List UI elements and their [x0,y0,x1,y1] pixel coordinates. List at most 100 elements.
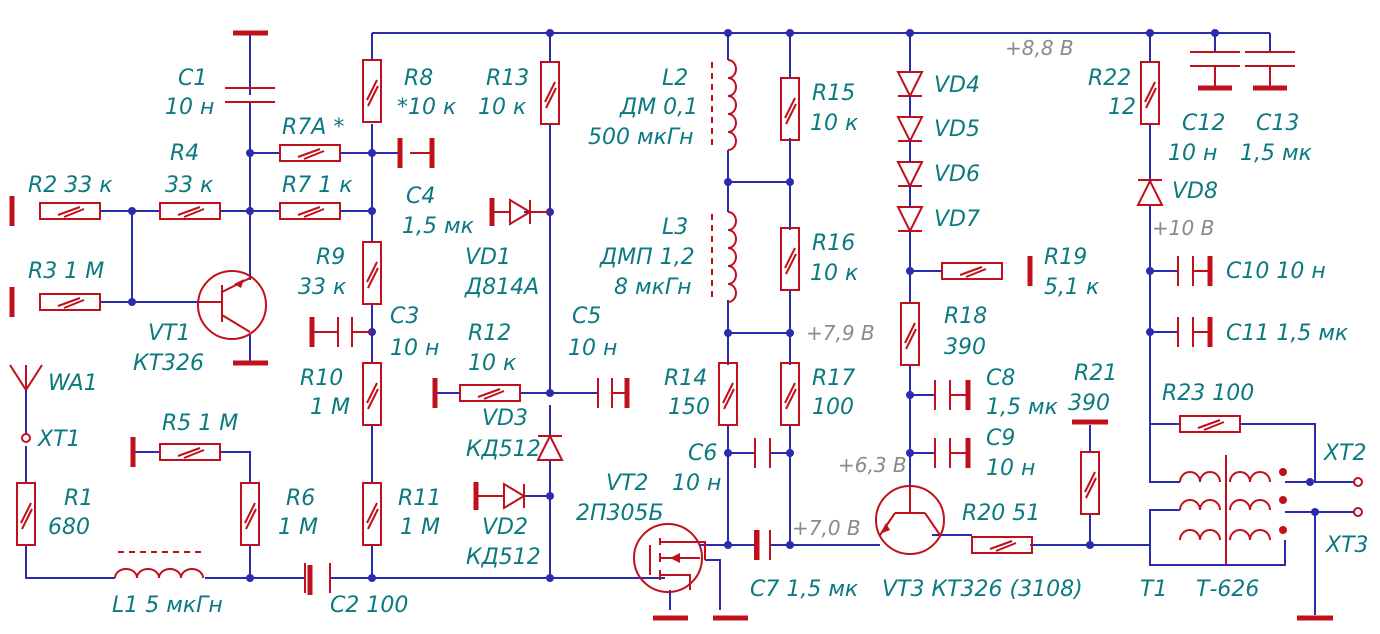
label-c13-value: 1,5 мк [1240,141,1313,166]
label-r8-value: *10 к [397,95,457,120]
label-r19: R19 [1044,245,1087,270]
label-r16-value: 10 к [810,261,859,286]
transistor-vt1 [197,270,267,340]
label-vt2-type: 2П305Б [576,501,664,526]
inductor-l3 [711,211,737,303]
diode-vd6 [896,161,924,189]
capacitor-c1 [225,87,275,103]
label-c4-value: 1,5 мк [402,214,475,239]
label-vd5: VD5 [934,117,980,142]
capacitor-c5 [597,378,627,408]
label-c8-value: 1,5 мк [986,395,1059,420]
label-r12: R12 [468,321,511,346]
label-vt3: VT3 КТ326 (3108) [882,577,1083,602]
label-r9: R9 [316,245,345,270]
label-c3-value: 10 н [390,336,439,361]
label-vd7: VD7 [934,207,980,232]
label-xt2: XT2 [1323,441,1367,466]
resistor-r5 [159,443,221,461]
label-r18: R18 [944,304,987,329]
label-vd6: VD6 [934,162,980,187]
label-r13: R13 [486,66,529,91]
capacitor-c7 [754,530,771,560]
capacitor-c8 [934,380,968,410]
ground-bars [9,30,1333,621]
capacitor-c11 [1177,317,1210,347]
label-vt1-type: КТ326 [133,351,204,376]
terminal-xt2 [1353,477,1363,487]
capacitor-c2 [304,563,331,593]
label-l3-value: 8 мкГн [614,275,692,300]
label-r1-value: 680 [48,515,90,540]
label-r6: R6 [286,486,315,511]
label-vd2-type: КД512 [466,545,541,570]
label-l2-value: 500 мкГн [588,125,694,150]
capacitor-c12 [1190,51,1240,91]
label-c6: C6 [688,441,717,466]
label-l3: L3 [662,215,688,240]
label-vd8: VD8 [1172,179,1218,204]
label-c9-value: 10 н [986,456,1035,481]
label-r8: R8 [404,66,433,91]
resistor-r22 [1140,61,1160,125]
label-r6-value: 1 М [278,515,318,540]
resistor-r4 [159,202,221,220]
resistor-r18 [900,302,920,366]
label-r20: R20 51 [962,501,1040,526]
label-r3: R3 1 М [28,259,104,284]
label-r22-value: 12 [1108,95,1136,120]
resistor-r17 [780,362,800,426]
label-c2: C2 100 [330,593,408,618]
label-r4-value: 33 к [165,173,214,198]
capacitor-c10 [1177,256,1210,286]
label-r21: R21 [1074,361,1117,386]
label-r17-value: 100 [812,395,854,420]
resistor-r11 [362,482,382,546]
resistor-r16 [780,227,800,291]
transformer-t1 [1179,455,1287,565]
antenna-icon [9,364,43,443]
label-t1-type: Т-626 [1196,577,1259,602]
resistor-r20 [971,536,1033,554]
resistor-r19 [941,262,1003,280]
label-vd4: VD4 [934,73,980,98]
resistor-r10 [362,362,382,426]
label-r16: R16 [812,231,855,256]
label-r13-value: 10 к [478,95,527,120]
label-c3: C3 [390,304,419,329]
resistor-r15 [780,77,800,141]
label-l2-type: ДМ 0,1 [619,95,698,120]
label-r7a: R7A * [282,115,344,140]
label-r1: R1 [64,486,93,511]
voltage-88: +8,8 В [1005,36,1074,60]
inductor-l1 [114,551,205,579]
label-l2: L2 [662,66,688,91]
label-vd1: VD1 [465,245,511,270]
terminal-xt3 [1353,507,1363,517]
label-c10: C10 10 н [1226,259,1326,284]
voltage-10: +10 В [1152,216,1214,240]
label-r19-value: 5,1 к [1044,275,1100,300]
resistor-r8 [362,59,382,123]
label-r18-value: 390 [944,335,986,360]
label-l3-type: ДМП 1,2 [599,245,695,270]
resistor-r21 [1080,451,1100,515]
label-vt1: VT1 [148,321,191,346]
label-r21-value: 390 [1068,391,1110,416]
capacitor-c4 [399,138,432,168]
label-xt1: XT1 [37,427,81,452]
label-t1: T1 [1140,577,1167,602]
label-vd3-type: КД512 [466,437,541,462]
resistor-r23 [1179,415,1241,433]
diode-vd8 [1136,178,1164,206]
label-c8: C8 [986,366,1015,391]
label-c1: C1 [178,66,207,91]
label-wa1: WA1 [48,371,98,396]
label-c9: C9 [986,426,1015,451]
label-r7: R7 1 к [282,173,353,198]
component-labels: C1 10 н R2 33 к R4 33 к R7A * R7 1 к R3 … [28,66,1369,618]
diode-vd7 [896,206,924,234]
label-vd3: VD3 [482,406,528,431]
label-r11-value: 1 М [400,515,440,540]
